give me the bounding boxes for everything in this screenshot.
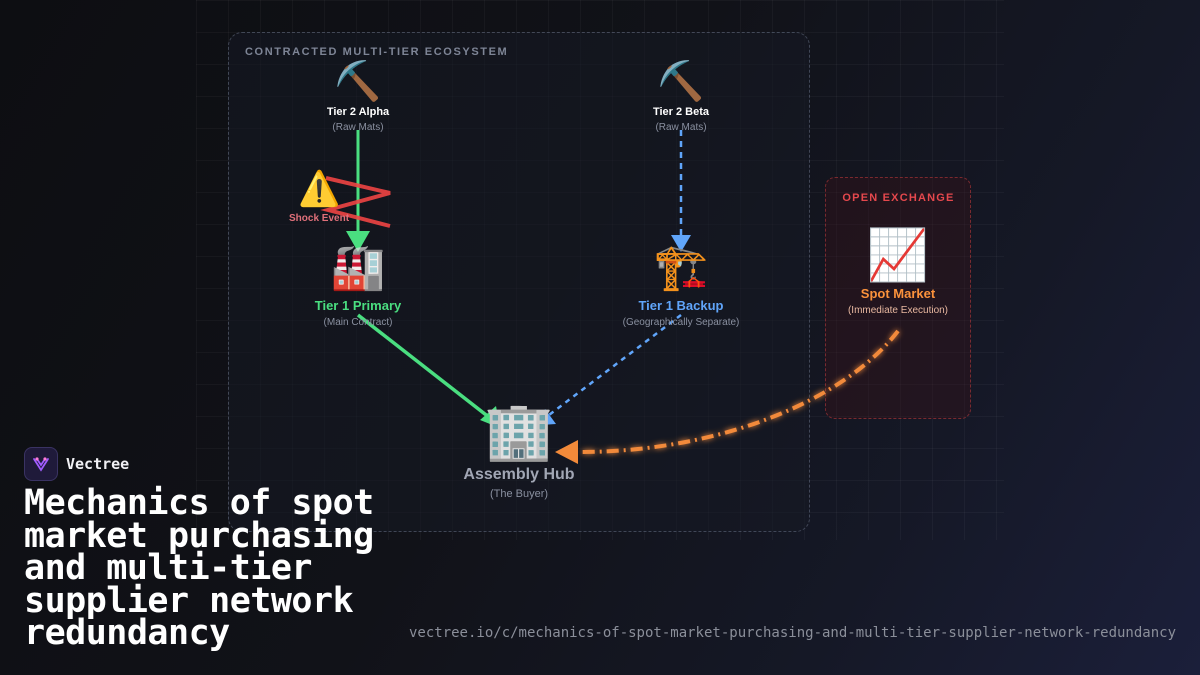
edge-primary-to-hub — [356, 313, 492, 420]
tier2-alpha-sub: (Raw Mats) — [332, 122, 384, 133]
open-exchange-boundary — [825, 177, 971, 419]
edge-spot-to-hub — [579, 329, 900, 454]
node-assembly-hub: 🏢 Assembly Hub (The Buyer) — [463, 399, 575, 501]
warning-icon: ⚠️ — [298, 169, 341, 209]
tier2-beta-sub: (Raw Mats) — [655, 122, 707, 133]
ecosystem-boundary — [228, 32, 810, 532]
assembly-hub-label: Assembly Hub — [463, 466, 575, 483]
pick-icon: ⛏️ — [657, 59, 705, 103]
node-tier1-primary: 🏭 Tier 1 Primary (Main Contract) — [314, 242, 402, 329]
node-tier2-alpha: ⛏️ Tier 2 Alpha (Raw Mats) — [327, 62, 389, 133]
office-building-icon: 🏢 — [484, 399, 554, 464]
arrowhead-hub-backup — [541, 409, 556, 425]
shock-event-label: Shock Event — [289, 213, 350, 224]
tier1-primary-sub: (Main Contract) — [323, 317, 393, 328]
tier2-beta-label: Tier 2 Beta — [652, 106, 710, 118]
arrowhead-spot — [555, 440, 578, 464]
spot-market-label: Spot Market — [860, 286, 936, 301]
node-tier2-beta: ⛏️ Tier 2 Beta (Raw Mats) — [653, 62, 709, 133]
edge-backup-to-hub — [548, 314, 682, 416]
spot-market-sub: (Immediate Execution) — [847, 305, 949, 316]
factory-icon: 🏭 — [330, 242, 386, 293]
pick-icon: ⛏️ — [334, 59, 382, 103]
tier1-primary-label: Tier 1 Primary — [314, 298, 402, 313]
page-title: Mechanics of spot market purchasing and … — [24, 483, 374, 653]
vectree-logo-icon — [24, 447, 58, 481]
shock-zigzag — [320, 176, 391, 228]
tier2-alpha-label: Tier 2 Alpha — [326, 106, 390, 118]
arrowhead-primary — [346, 231, 370, 252]
open-exchange-label: OPEN EXCHANGE — [842, 192, 955, 204]
brand: Vectree — [24, 447, 129, 481]
crane-icon: 🏗️ — [653, 242, 709, 293]
arrowhead-hub-primary — [480, 406, 500, 428]
ecosystem-label: CONTRACTED MULTI-TIER ECOSYSTEM — [245, 46, 509, 58]
node-spot-market: 📈 Spot Market (Immediate Execution) — [848, 230, 948, 316]
article-url[interactable]: vectree.io/c/mechanics-of-spot-market-pu… — [408, 625, 1176, 641]
node-tier1-backup: 🏗️ Tier 1 Backup (Geographically Separat… — [622, 242, 740, 329]
brand-name: Vectree — [66, 455, 130, 473]
tier1-backup-sub: (Geographically Separate) — [622, 317, 740, 328]
assembly-hub-sub: (The Buyer) — [489, 488, 549, 500]
chart-increasing-icon: 📈 — [866, 226, 930, 284]
tier1-backup-label: Tier 1 Backup — [638, 298, 724, 313]
arrowhead-backup — [671, 235, 691, 252]
